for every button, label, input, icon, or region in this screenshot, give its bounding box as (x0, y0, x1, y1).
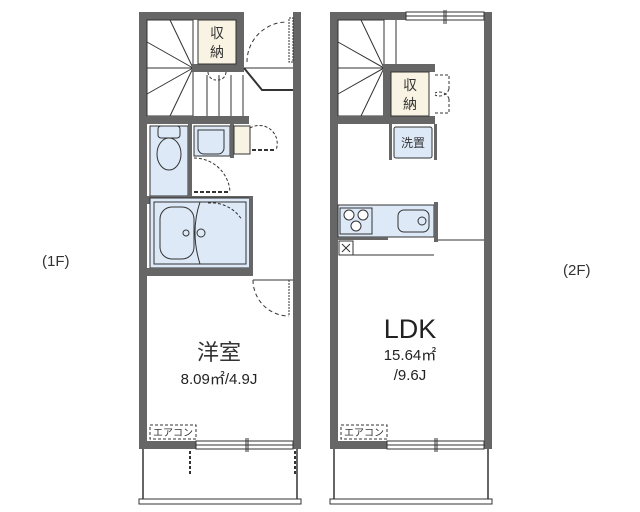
balcony-2f (329, 449, 493, 505)
storage-label-2f-line2: 納 (403, 97, 417, 113)
wall-top-2f (330, 12, 406, 20)
room-name-ldk: LDK (384, 314, 437, 344)
storage-small-door-1f[interactable] (249, 124, 278, 151)
entrance-door-1f[interactable] (288, 17, 294, 63)
kitchen-counter (337, 202, 484, 256)
wall-right-2f (484, 12, 492, 449)
wall-stair-1f (192, 64, 244, 72)
aircon-1f (149, 424, 197, 440)
storage-label-2f-line1: 収 (403, 78, 417, 94)
washer-label: 洗置 (401, 136, 425, 150)
toilet-bowl-icon (156, 137, 182, 171)
wall-storage-right-1f (236, 12, 244, 72)
entry-step-1f (243, 67, 293, 91)
room-area-western: 8.09㎡/4.9J (181, 371, 258, 388)
wall-bottom-2f (330, 441, 387, 449)
wall-mid-1f (147, 116, 249, 124)
storage-small-1f (233, 125, 251, 155)
sink-icon (197, 129, 225, 155)
toilet-tank-icon (157, 125, 181, 139)
aircon-2f (340, 424, 388, 440)
wall-right-1f (293, 12, 301, 449)
floor-label-1f: (1F) (42, 253, 70, 270)
kitchen-sink-icon (397, 209, 430, 233)
entrance-door-swing-1f[interactable] (246, 21, 288, 63)
aircon-label-2f: エアコン (344, 428, 384, 439)
storage-door-1f[interactable] (207, 71, 227, 81)
wall-left-1f (139, 12, 147, 449)
floor-1f: 収 納 (138, 12, 302, 505)
room-area-ldk: 15.64㎡ (384, 347, 437, 364)
floor-label-2f: (2F) (563, 262, 591, 279)
room-tatami-ldk: /9.6J (394, 367, 427, 384)
floor-2f: 収 納 洗置 LDK 15.64㎡ /9.6J (329, 10, 493, 505)
storage-door-2f[interactable] (434, 74, 450, 114)
washer-space (393, 126, 433, 159)
room-name-western: 洋室 (197, 341, 241, 366)
room-door-swing-1f[interactable] (252, 279, 290, 317)
wall-top-1f (139, 12, 244, 20)
toilet-door-swing[interactable] (193, 157, 231, 193)
storage-1f (197, 19, 237, 65)
wall-bottom-1f (139, 441, 196, 449)
storage-2f (390, 71, 430, 117)
bathtub-icon (159, 206, 195, 260)
wall-left-2f (330, 12, 338, 449)
storage-label-1f-line2: 納 (210, 45, 224, 61)
aircon-label-1f: エアコン (153, 428, 193, 439)
balcony-1f (138, 449, 302, 505)
storage-label-1f-line1: 収 (210, 26, 224, 42)
